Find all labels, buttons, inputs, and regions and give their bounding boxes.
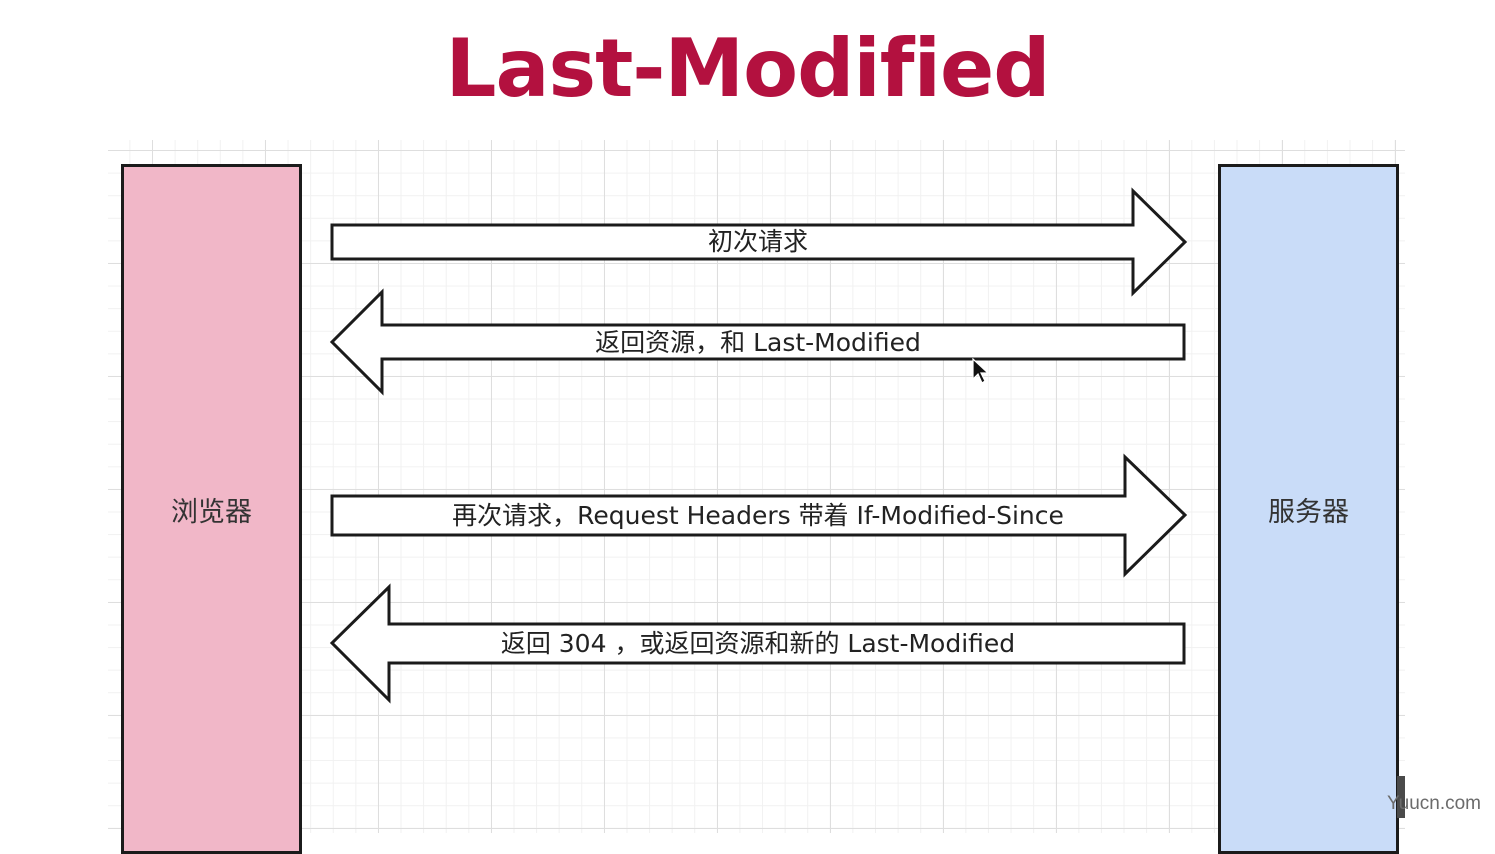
arrow-repeat-request: [330, 453, 1188, 578]
arrow-return-resource: [329, 288, 1186, 396]
server-lifeline: 服务器: [1218, 164, 1399, 854]
browser-label: 浏览器: [171, 496, 252, 528]
browser-lifeline: 浏览器: [121, 164, 302, 854]
mouse-cursor-icon: [972, 358, 989, 384]
message-label-3: 再次请求，Request Headers 带着 If-Modified-Sinc…: [452, 501, 1064, 530]
message-label-4: 返回 304 ，或返回资源和新的 Last-Modified: [500, 629, 1016, 658]
arrow-return-304: [329, 583, 1186, 704]
message-label-2: 返回资源，和 Last-Modified: [595, 328, 921, 357]
arrows-layer: [329, 187, 1188, 704]
watermark: Yuucn.com: [1387, 793, 1481, 814]
watermark-bar: [1397, 776, 1405, 818]
arrow-initial-request: [330, 187, 1188, 297]
server-label: 服务器: [1268, 496, 1349, 528]
message-label-1: 初次请求: [707, 227, 808, 256]
page-title: Last-Modified: [445, 22, 1050, 115]
